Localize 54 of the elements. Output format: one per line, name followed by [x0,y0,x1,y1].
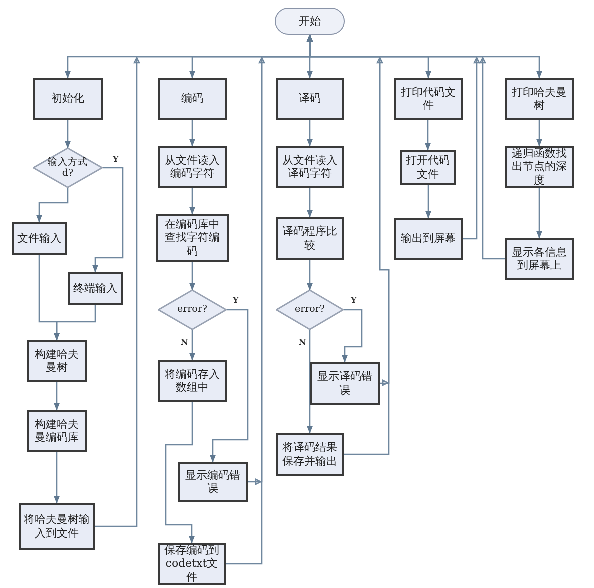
process-box: 显示各信息到屏幕上 [505,238,574,280]
arrow [189,188,196,215]
arrow [306,188,314,218]
start-terminal: 开始 [275,8,345,35]
process-box: 打开代码文件 [400,150,456,185]
decision-diamond: 输入方式d? [33,148,103,188]
process-box: 打印哈夫曼树 [505,78,574,120]
process-box: 编码 [158,78,227,120]
process-box: 将哈夫曼树输入到文件 [19,503,95,550]
process-box: 文件输入 [12,222,67,255]
arrow [189,120,196,147]
arrow [306,34,506,260]
process-box: 在编码库中查找字符编码 [156,214,229,262]
process-box: 译码 [276,78,344,120]
arrow [306,330,314,434]
decision-diamond: error? [158,290,227,330]
process-box: 显示编码错误 [178,462,248,502]
arrow [536,120,543,147]
process-box: 显示译码错误 [310,362,380,405]
arrow [165,402,196,544]
process-box: 打印代码文件 [394,78,463,120]
process-box: 保存编码到codetxt文件 [158,543,226,585]
edge-label: N [180,338,190,346]
process-box: 初始化 [33,78,103,120]
arrow [536,188,543,239]
arrow [424,119,432,151]
process-box: 构建哈夫曼编码库 [27,410,87,452]
process-box: 译码程序比较 [276,217,344,260]
edge-label: Y [112,155,120,163]
process-box: 构建哈夫曼树 [27,340,87,382]
process-box: 将编码存入数组中 [158,360,227,402]
arrow [36,188,69,223]
arrow [189,330,196,361]
decision-diamond: error? [276,290,344,330]
arrow [306,260,314,291]
arrow [425,184,432,219]
process-box: 从文件读入译码字符 [276,146,344,188]
arrow [54,305,96,341]
process-box: 输出到屏幕 [394,218,463,260]
arrow [92,167,124,273]
arrow [64,120,72,149]
arrow [306,120,314,147]
process-box: 递归函数找出节点的深度 [505,146,574,188]
arrow [210,309,249,463]
arrow [54,452,60,504]
arrow [54,382,60,411]
process-box: 终端输入 [68,272,123,305]
arrow [189,262,196,291]
process-box: 将译码结果保存并输出 [276,433,344,476]
arrow [342,309,363,363]
edge-label: Y [232,296,240,304]
edge-label: Y [350,296,358,304]
process-box: 从文件读入编码字符 [158,146,227,188]
edge-label: N [298,338,308,346]
